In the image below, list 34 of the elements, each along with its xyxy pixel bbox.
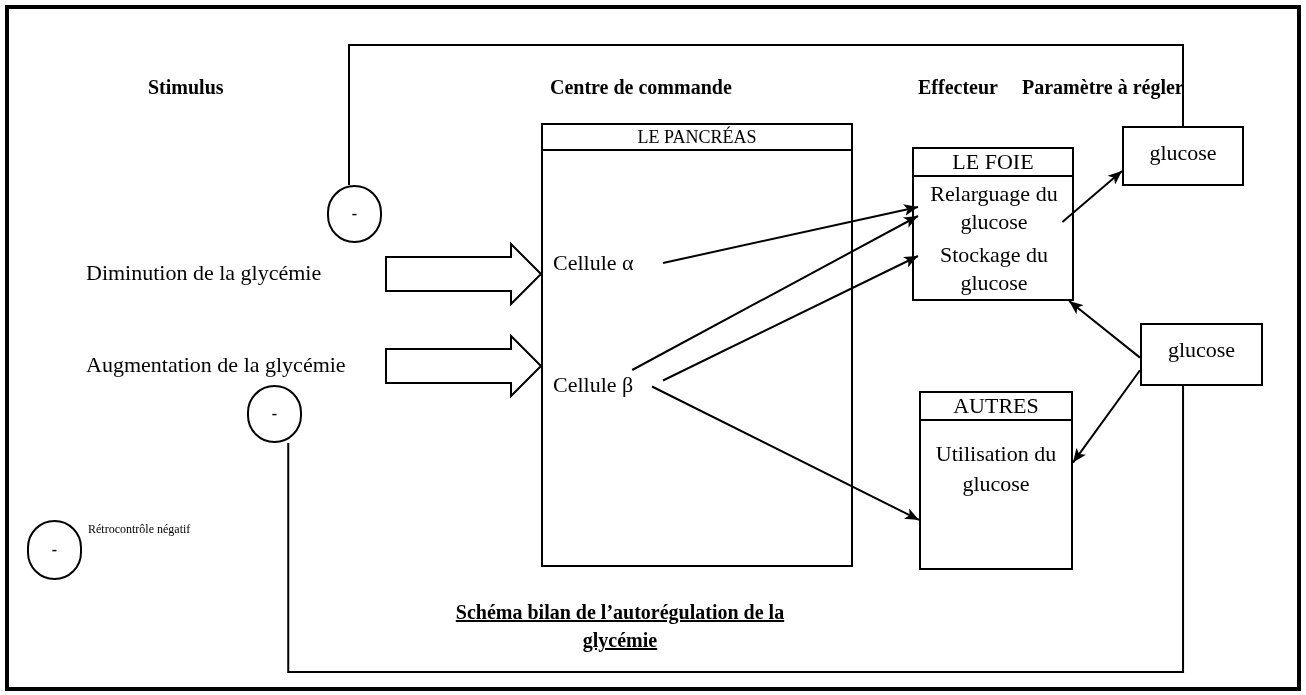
box-header: LE PANCRÉAS bbox=[543, 125, 851, 151]
parameter-box bbox=[1140, 323, 1263, 386]
arrow bbox=[1061, 170, 1123, 223]
cell-text: Stockage du glucose bbox=[918, 241, 1070, 301]
column-heading: Effecteur bbox=[918, 75, 998, 100]
organ-box bbox=[919, 391, 1073, 570]
legend-text: Rétrocontrôle négatif bbox=[88, 521, 191, 538]
feedback-line bbox=[287, 385, 1185, 673]
arrow bbox=[662, 204, 919, 264]
feedback-line bbox=[348, 44, 1184, 186]
column-heading: Paramètre à régler bbox=[1022, 75, 1184, 101]
arrow bbox=[651, 385, 920, 521]
column-heading: Stimulus bbox=[148, 75, 224, 100]
cell-text: Cellule α bbox=[553, 248, 663, 278]
box-text: glucose bbox=[1149, 139, 1217, 167]
arrow bbox=[631, 215, 919, 371]
cell-text: Cellule β bbox=[553, 370, 663, 400]
organ-box bbox=[541, 123, 853, 567]
stimulus-text: Diminution de la glycémie bbox=[86, 258, 386, 290]
cell-text: Relarguage du glucose bbox=[918, 180, 1070, 240]
parameter-box bbox=[1122, 126, 1244, 186]
caption: Schéma bilan de l’autorégulation de la glycémie bbox=[454, 600, 786, 654]
column-heading: Centre de commande bbox=[550, 75, 732, 100]
box-text: glucose bbox=[1167, 336, 1236, 364]
box-header: LE FOIE bbox=[914, 149, 1072, 177]
organ-box bbox=[912, 147, 1074, 301]
arrow bbox=[662, 255, 919, 382]
box-header: AUTRES bbox=[921, 393, 1071, 421]
block-arrow bbox=[385, 241, 543, 307]
arrow bbox=[1068, 300, 1141, 359]
arrow bbox=[1072, 369, 1141, 464]
block-arrow bbox=[385, 333, 543, 399]
box-text: Utilisation du glucose bbox=[934, 440, 1058, 498]
stimulus-text: Augmentation de la glycémie bbox=[86, 350, 386, 382]
